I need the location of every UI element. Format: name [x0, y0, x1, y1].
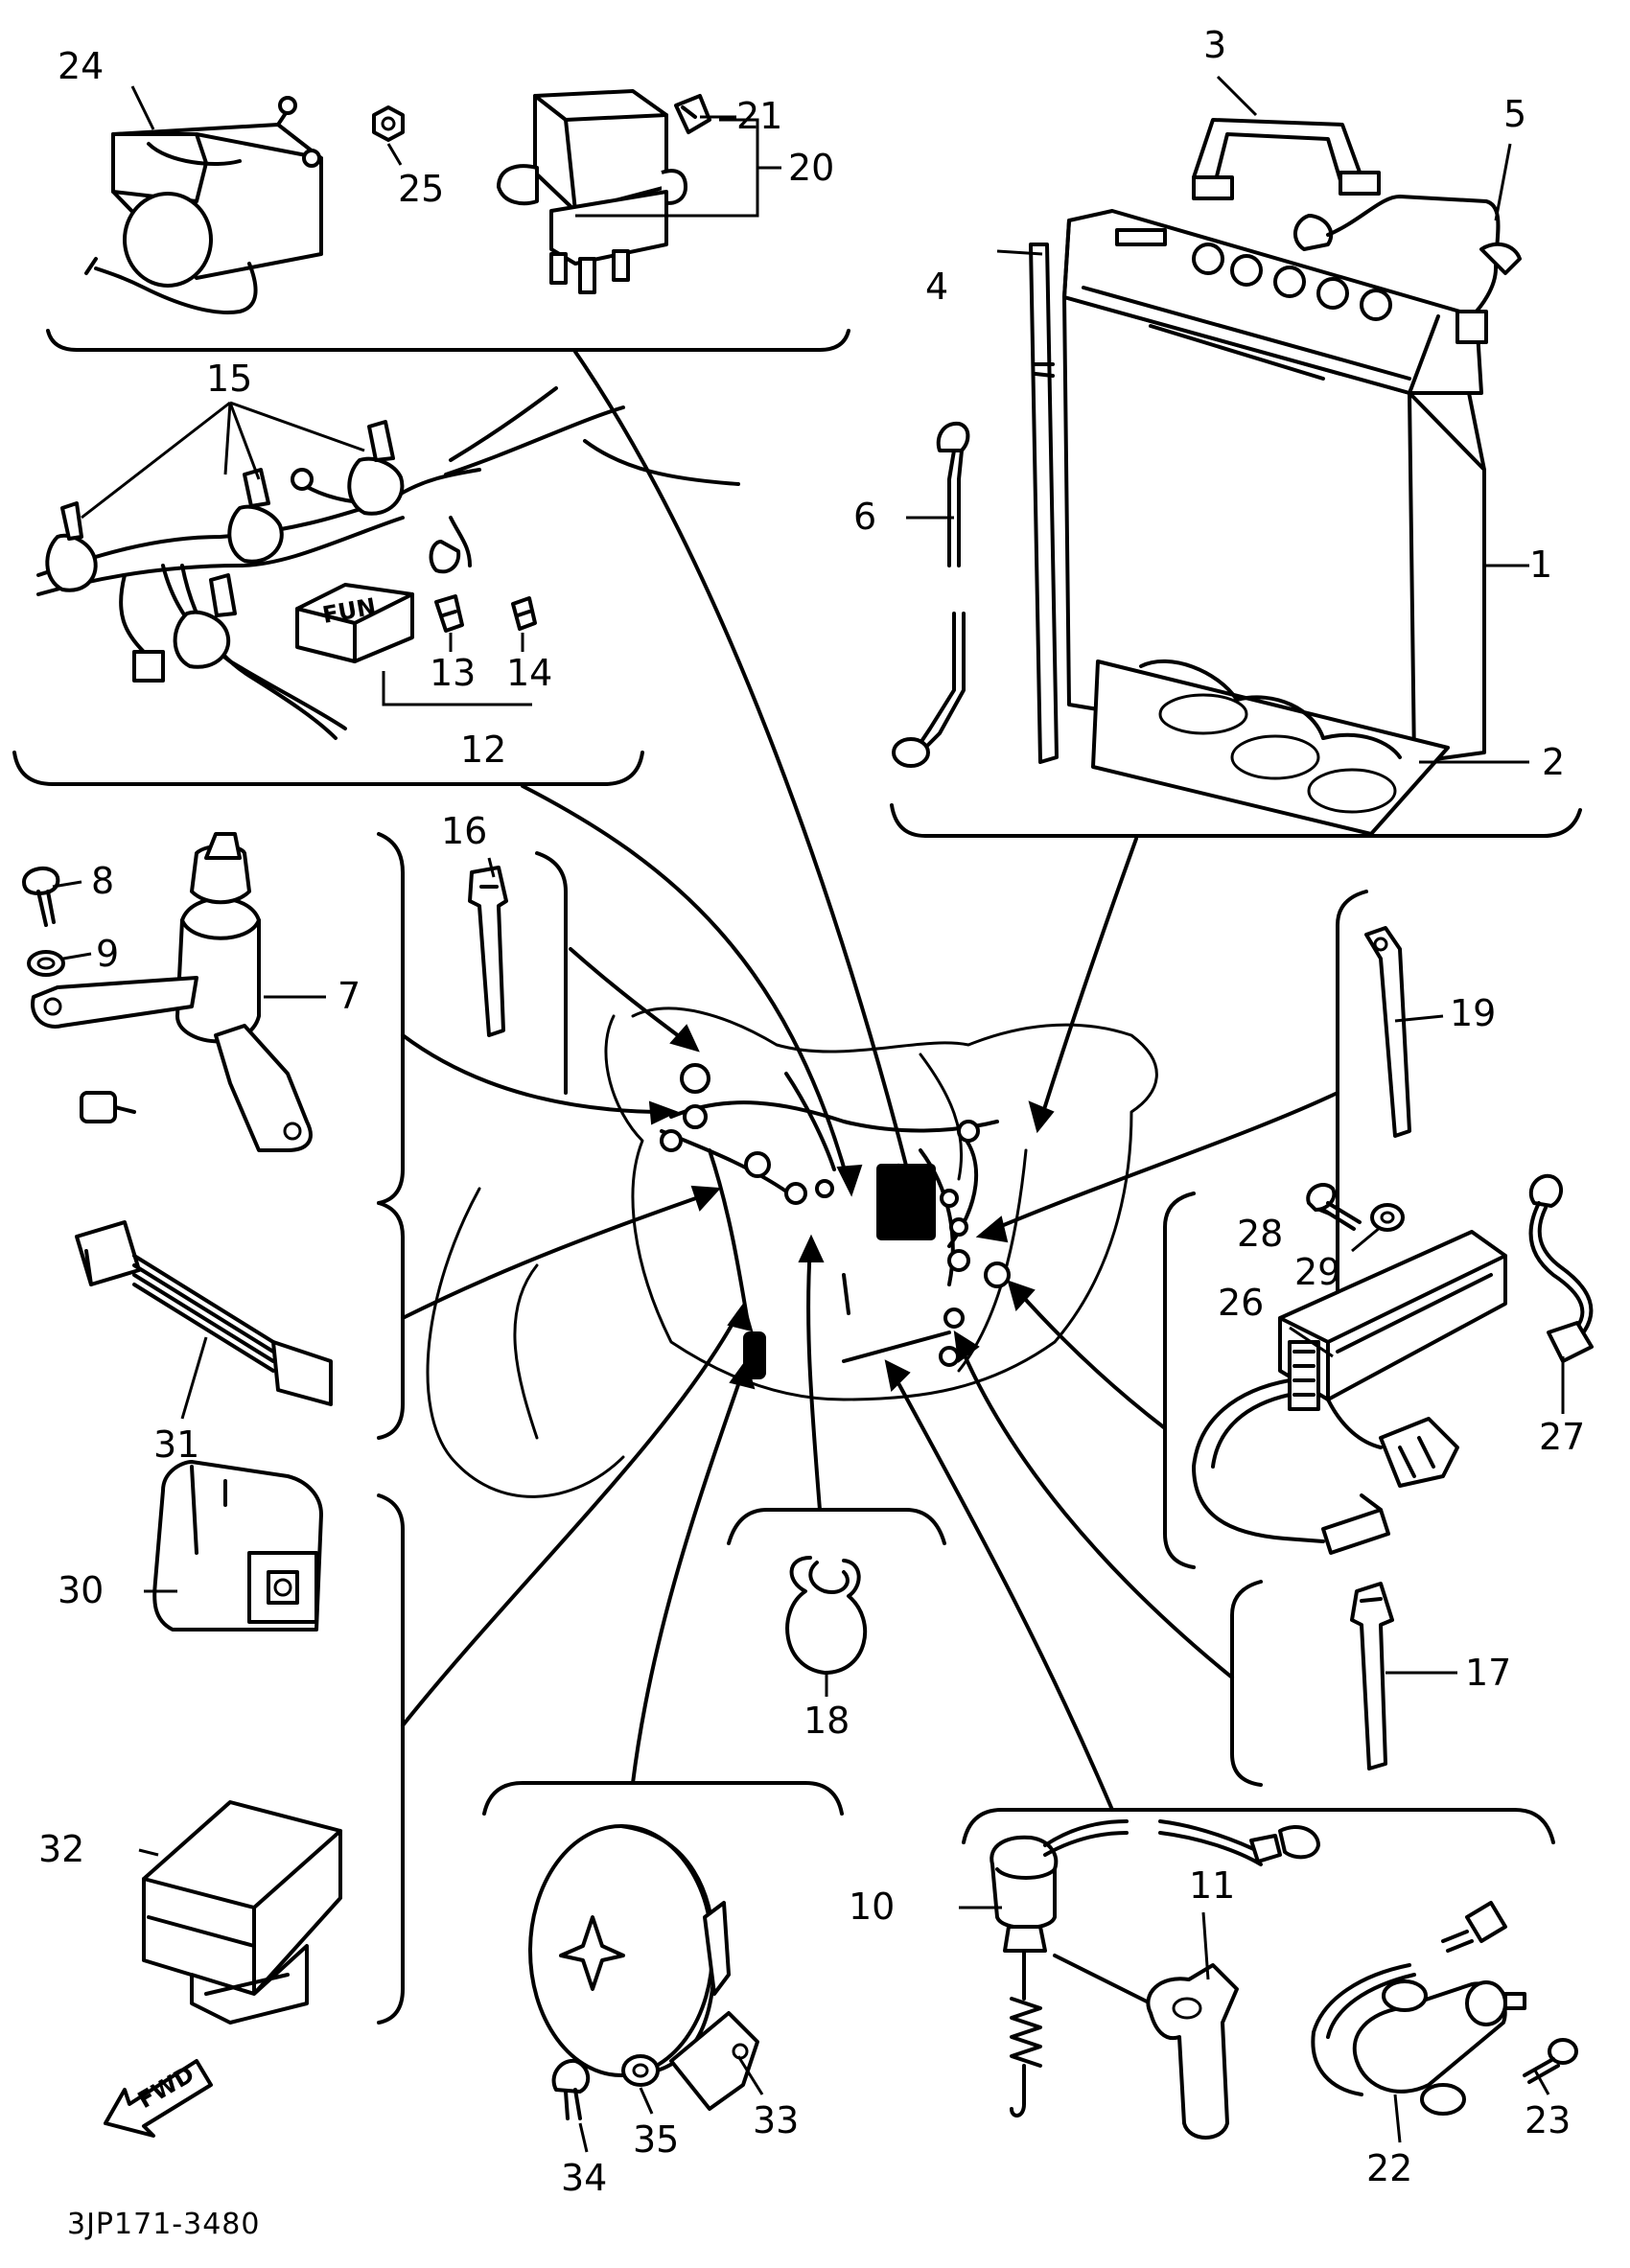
callout-11: 11: [1189, 1864, 1235, 1907]
callout-9: 9: [96, 933, 119, 975]
callout-labels: 1 2 3 4 5 6 7 8 9 10 11 12 13 14 15 16 1…: [38, 24, 1585, 2199]
callout-28: 28: [1237, 1213, 1283, 1255]
part-24-ignition-coil: [84, 96, 323, 314]
part-25-nut: [372, 105, 405, 142]
part-32-control-unit: [142, 1800, 342, 2025]
part-17-cable-tie: [1350, 1582, 1394, 1770]
callout-31: 31: [153, 1423, 199, 1466]
callout-26: 26: [1218, 1282, 1264, 1324]
callout-34: 34: [561, 2157, 607, 2199]
callout-4: 4: [925, 266, 948, 308]
callout-18: 18: [803, 1700, 850, 1742]
callout-22: 22: [1366, 2147, 1412, 2189]
callout-30: 30: [58, 1569, 104, 1611]
part-4-breather-hose: [1029, 243, 1059, 764]
part-19-cable-tie: [1364, 926, 1411, 1138]
part-22-sensor: [1311, 1901, 1526, 2116]
callout-29: 29: [1294, 1251, 1340, 1293]
part-26-cdi-unit: [1192, 1230, 1507, 1555]
part-9-washer: [27, 950, 65, 977]
callout-3: 3: [1203, 24, 1226, 66]
part-31-connector-lead: [75, 1220, 333, 1406]
part-20-starter-relay: [497, 89, 687, 294]
part-28-bolt: [1306, 1183, 1362, 1231]
callout-27: 27: [1539, 1416, 1585, 1458]
part-27-ground-lead: [1528, 1173, 1594, 1363]
callout-1: 1: [1529, 544, 1552, 586]
callout-20: 20: [788, 147, 834, 189]
part-1-battery: [1062, 209, 1486, 764]
part-7-main-switch: [31, 832, 313, 1152]
callout-24: 24: [58, 45, 104, 87]
guide-lines: [401, 350, 1339, 1812]
callout-10: 10: [849, 1886, 895, 1928]
part-3-battery-strap: [1192, 118, 1381, 200]
part-14-fuse: [511, 596, 537, 631]
part-13-fuse: [434, 594, 464, 633]
part-16-cable-tie: [468, 866, 508, 1037]
callout-33: 33: [753, 2099, 799, 2141]
callout-7: 7: [338, 975, 361, 1017]
part-2-battery-tray: [1091, 659, 1450, 836]
part-15-wire-clamps: [36, 386, 740, 740]
callout-35: 35: [633, 2118, 679, 2161]
part-34-bolt: [551, 2058, 591, 2120]
part-8-screw: [22, 867, 60, 927]
callout-14: 14: [506, 652, 552, 694]
callout-17: 17: [1465, 1652, 1511, 1694]
part-30-flasher-relay: [152, 1460, 323, 1632]
part-23-screw: [1523, 2038, 1578, 2084]
callout-19: 19: [1450, 992, 1496, 1034]
part-12-fuse-box: FUN: [295, 583, 414, 663]
callout-16: 16: [441, 810, 487, 852]
diagram-code: 3JP171-3480: [67, 2208, 260, 2241]
callout-5: 5: [1503, 93, 1526, 135]
callout-2: 2: [1542, 741, 1565, 783]
callout-15: 15: [206, 358, 252, 400]
part-33-horn: [528, 1824, 759, 2111]
callout-12: 12: [460, 729, 506, 771]
part-11-switch-bracket: [1146, 1963, 1239, 2140]
leader-lines: [52, 75, 1565, 2153]
part-18-hose-clip: [785, 1556, 868, 1675]
fwd-arrow: FWD: [104, 2059, 213, 2138]
group-brackets: [12, 329, 1582, 2025]
part-6-battery-lead: [892, 421, 970, 768]
callout-32: 32: [38, 1828, 84, 1870]
callout-25: 25: [398, 168, 444, 210]
part-21-fuse: [674, 94, 711, 134]
main-wire-harness: [426, 1007, 1158, 1498]
part-10-brake-switch: [990, 1819, 1320, 2118]
callout-23: 23: [1525, 2099, 1571, 2141]
callout-6: 6: [853, 496, 876, 538]
callout-21: 21: [736, 95, 782, 137]
part-29-washer: [1370, 1203, 1405, 1232]
callout-8: 8: [91, 860, 114, 902]
part-35-washer: [621, 2054, 660, 2087]
callout-13: 13: [430, 652, 476, 694]
